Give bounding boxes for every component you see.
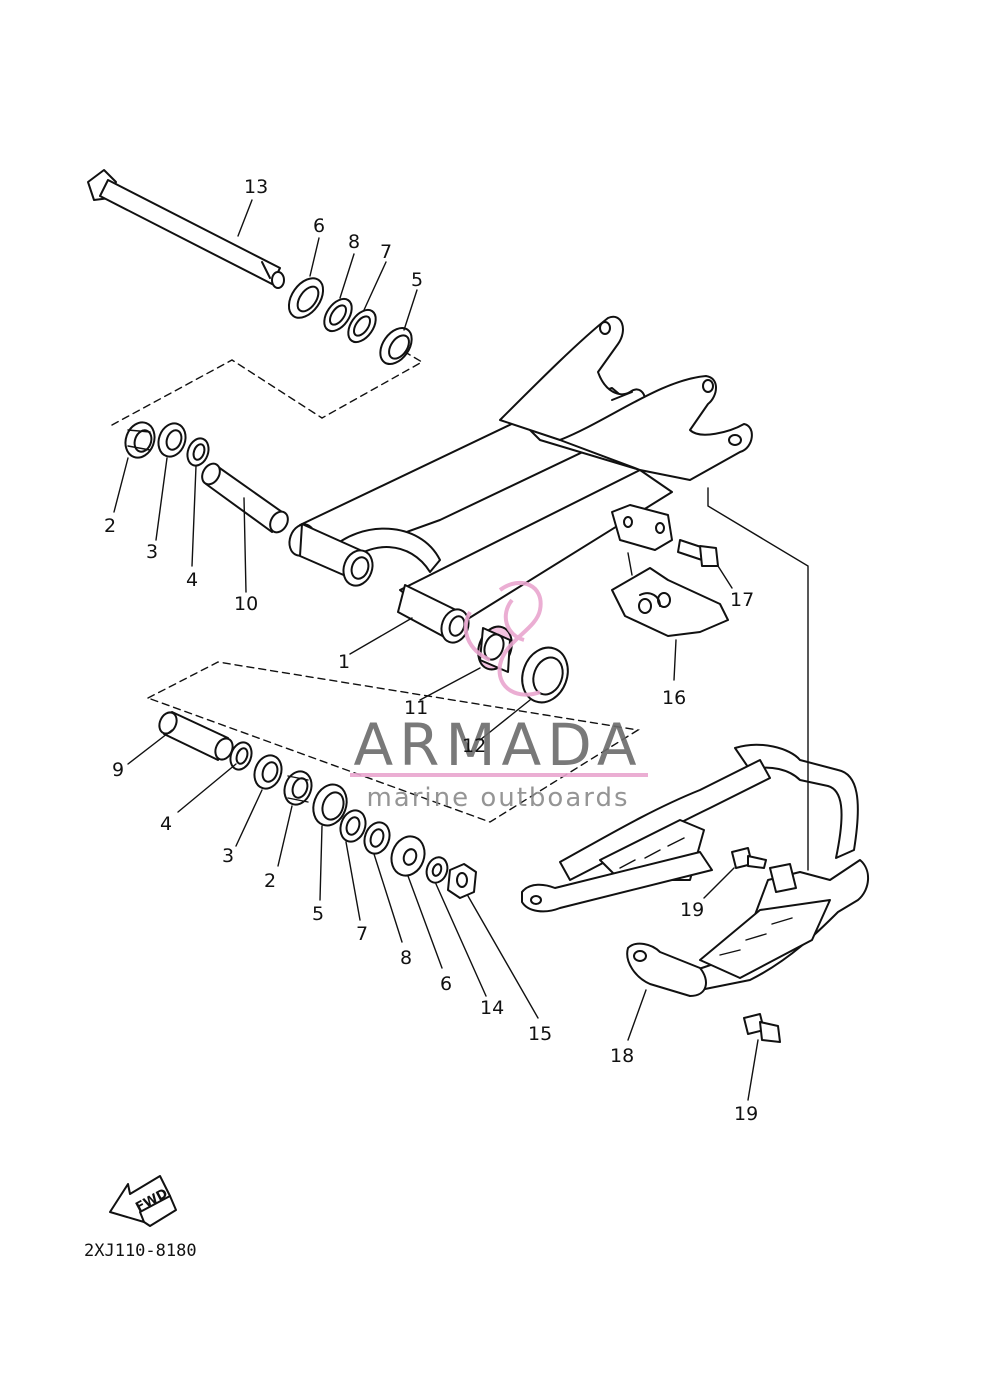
washer-4-lower: [229, 741, 253, 771]
callout-15: 15: [528, 1023, 552, 1045]
callout-19-upper: 19: [680, 899, 704, 921]
callout-8-top: 8: [348, 231, 360, 253]
washer-7-top: [347, 308, 377, 344]
callout-5-lower: 5: [312, 903, 324, 925]
collar-6-lower: [390, 835, 426, 877]
seal-5-top: [379, 326, 413, 366]
callout-6-top: 6: [313, 215, 325, 237]
seal-5-lower: [312, 783, 348, 827]
callout-9: 9: [112, 759, 124, 781]
callout-10: 10: [234, 593, 258, 615]
callout-2-lower: 2: [264, 870, 276, 892]
bushing-9: [158, 711, 234, 761]
callout-6-lower: 6: [440, 973, 452, 995]
callout-19-lower: 19: [734, 1103, 758, 1125]
armada-watermark: ARMADA marine outboards: [350, 580, 648, 813]
armada-logo-mark: [463, 580, 543, 697]
pivot-shaft-13: [87, 169, 285, 289]
callout-7-top: 7: [380, 241, 392, 263]
callout-18: 18: [610, 1045, 634, 1067]
bolt-17: [677, 539, 719, 567]
washer-8-top: [323, 297, 353, 333]
collar-3-lower: [253, 754, 283, 790]
bearing-2-lower: [283, 770, 313, 806]
callout-12: 12: [462, 735, 486, 757]
callout-4-upper: 4: [186, 569, 198, 591]
washer-7-lower: [339, 809, 367, 843]
watermark-brand: ARMADA: [353, 711, 642, 779]
fwd-arrow-icon: FWD: [109, 1175, 177, 1227]
watermark-underline: [350, 773, 648, 777]
washer-14: [425, 856, 449, 884]
callout-11: 11: [404, 697, 428, 719]
footrest-18: [521, 743, 869, 997]
seal-6-top: [287, 277, 325, 319]
callout-14: 14: [480, 997, 504, 1019]
callout-16: 16: [662, 687, 686, 709]
callout-numbers: 13 6 8 7 5 2 3 4 10 1 11 12 16 17 9 4 3 …: [104, 176, 758, 1125]
callout-4-lower: 4: [160, 813, 172, 835]
diagram-code: 2XJ110-8180: [84, 1241, 197, 1261]
bearing-2-upper: [124, 421, 156, 459]
callout-3-lower: 3: [222, 845, 234, 867]
bolt-19-lower: [743, 1013, 781, 1043]
nut-15: [447, 863, 477, 899]
callout-13: 13: [244, 176, 268, 198]
callout-2-upper: 2: [104, 515, 116, 537]
collar-3-upper: [157, 422, 187, 458]
callout-17: 17: [730, 589, 754, 611]
washer-8-lower: [363, 821, 391, 855]
callout-8-lower: 8: [400, 947, 412, 969]
chain-guide-16: [611, 552, 729, 637]
seal-12: [521, 646, 569, 704]
callout-3-upper: 3: [146, 541, 158, 563]
callout-5-top: 5: [411, 269, 423, 291]
swingarm-1: [288, 315, 753, 644]
leader-lines: [113, 199, 759, 1101]
watermark-tagline: marine outboards: [366, 783, 629, 813]
callout-1: 1: [338, 651, 350, 673]
washer-4-upper: [186, 437, 210, 467]
bolt-19-upper: [731, 847, 767, 869]
callout-7-lower: 7: [356, 923, 368, 945]
